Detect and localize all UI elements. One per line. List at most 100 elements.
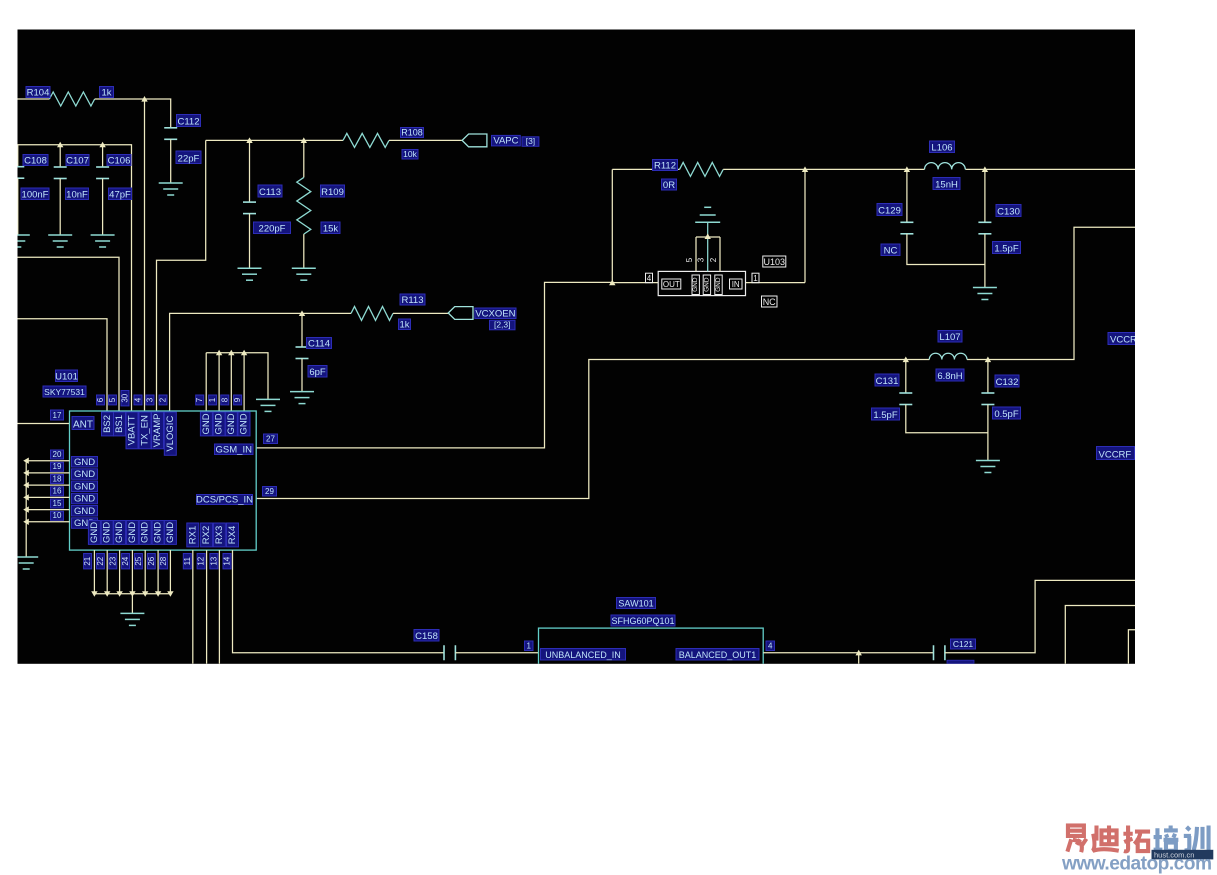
svg-text:C129: C129 bbox=[878, 205, 901, 216]
svg-text:NC: NC bbox=[884, 245, 898, 256]
svg-text:GND: GND bbox=[201, 413, 212, 434]
svg-text:R109: R109 bbox=[321, 187, 344, 198]
svg-text:ANT: ANT bbox=[73, 419, 93, 430]
svg-text:10: 10 bbox=[53, 511, 62, 520]
svg-text:16: 16 bbox=[53, 487, 62, 496]
svg-text:17: 17 bbox=[53, 411, 62, 420]
svg-text:VLOGIC: VLOGIC bbox=[165, 416, 176, 452]
svg-text:1: 1 bbox=[208, 397, 217, 402]
svg-text:14: 14 bbox=[223, 556, 232, 565]
svg-text:1k: 1k bbox=[399, 319, 409, 330]
svg-text:27: 27 bbox=[266, 434, 275, 443]
svg-text:1k: 1k bbox=[101, 87, 111, 98]
svg-text:L106: L106 bbox=[931, 142, 952, 153]
svg-text:TX_EN: TX_EN bbox=[140, 415, 151, 446]
svg-text:3: 3 bbox=[146, 397, 155, 402]
svg-text:OUT: OUT bbox=[663, 280, 680, 289]
svg-text:[3]: [3] bbox=[526, 136, 535, 146]
svg-text:GND: GND bbox=[140, 522, 151, 543]
svg-text:28: 28 bbox=[159, 556, 168, 565]
svg-text:3: 3 bbox=[697, 257, 706, 262]
svg-text:BS1: BS1 bbox=[114, 415, 125, 433]
svg-text:VCXOEN: VCXOEN bbox=[475, 308, 515, 319]
svg-text:U101: U101 bbox=[55, 371, 78, 382]
svg-text:hust.com.cn: hust.com.cn bbox=[1154, 851, 1194, 860]
svg-text:C131: C131 bbox=[876, 376, 899, 387]
svg-text:C158: C158 bbox=[415, 631, 438, 642]
svg-text:23: 23 bbox=[108, 556, 117, 565]
svg-text:GND: GND bbox=[89, 522, 100, 543]
svg-text:GND: GND bbox=[74, 457, 95, 468]
svg-text:10nF: 10nF bbox=[66, 189, 88, 200]
svg-text:VCCRF: VCCRF bbox=[1099, 449, 1132, 460]
svg-text:1: 1 bbox=[753, 274, 758, 283]
svg-text:GND: GND bbox=[74, 518, 95, 529]
svg-text:13: 13 bbox=[209, 556, 218, 565]
svg-text:GND: GND bbox=[74, 494, 95, 505]
svg-text:C112: C112 bbox=[177, 116, 199, 127]
svg-text:GND: GND bbox=[153, 522, 164, 543]
svg-text:12: 12 bbox=[197, 556, 206, 565]
svg-text:RX1: RX1 bbox=[187, 526, 198, 544]
svg-text:4: 4 bbox=[768, 641, 773, 650]
svg-text:0R: 0R bbox=[663, 180, 675, 191]
svg-text:6.8nH: 6.8nH bbox=[937, 371, 962, 382]
svg-text:GND: GND bbox=[114, 522, 125, 543]
svg-text:RX3: RX3 bbox=[214, 526, 225, 544]
svg-text:0.5pF: 0.5pF bbox=[994, 409, 1018, 420]
svg-text:7: 7 bbox=[195, 397, 204, 402]
svg-text:C130: C130 bbox=[997, 206, 1020, 217]
svg-text:22: 22 bbox=[96, 556, 105, 565]
svg-text:C107: C107 bbox=[66, 155, 89, 166]
svg-text:GND: GND bbox=[102, 522, 113, 543]
svg-text:GND: GND bbox=[692, 277, 699, 292]
svg-text:VBATT: VBATT bbox=[127, 415, 138, 445]
svg-text:6pF: 6pF bbox=[309, 367, 326, 378]
svg-text:47pF: 47pF bbox=[109, 189, 131, 200]
svg-text:R108: R108 bbox=[401, 127, 423, 137]
svg-text:5: 5 bbox=[685, 257, 694, 262]
svg-text:15: 15 bbox=[53, 499, 62, 508]
svg-text:8: 8 bbox=[220, 397, 229, 402]
svg-text:1.5pF: 1.5pF bbox=[873, 410, 897, 421]
svg-text:GND: GND bbox=[74, 481, 95, 492]
svg-text:UNBALANCED_IN: UNBALANCED_IN bbox=[545, 650, 621, 660]
svg-text:2: 2 bbox=[709, 257, 718, 262]
svg-text:2: 2 bbox=[159, 397, 168, 402]
svg-text:GND: GND bbox=[74, 469, 95, 480]
svg-text:15k: 15k bbox=[323, 223, 339, 234]
svg-text:18: 18 bbox=[53, 474, 62, 483]
svg-text:1: 1 bbox=[527, 641, 532, 650]
svg-text:[2,3]: [2,3] bbox=[494, 320, 511, 330]
svg-text:4: 4 bbox=[134, 397, 143, 402]
svg-text:RX2: RX2 bbox=[201, 526, 212, 544]
svg-text:20: 20 bbox=[53, 450, 62, 459]
svg-text:1.5pF: 1.5pF bbox=[994, 243, 1018, 254]
svg-text:C106: C106 bbox=[108, 155, 131, 166]
svg-text:IN: IN bbox=[732, 280, 740, 289]
svg-text:GND: GND bbox=[74, 506, 95, 517]
svg-text:26: 26 bbox=[147, 556, 156, 565]
svg-text:15nH: 15nH bbox=[935, 179, 958, 190]
svg-text:22pF: 22pF bbox=[178, 153, 200, 164]
svg-text:VRAMP: VRAMP bbox=[152, 414, 163, 448]
svg-text:10k: 10k bbox=[403, 149, 417, 159]
svg-text:BALANCED_OUT1: BALANCED_OUT1 bbox=[679, 650, 757, 660]
svg-text:11: 11 bbox=[183, 556, 192, 565]
svg-text:29: 29 bbox=[265, 487, 274, 496]
svg-text:NC: NC bbox=[763, 297, 776, 307]
svg-text:GND: GND bbox=[703, 277, 710, 292]
svg-text:100nF: 100nF bbox=[22, 189, 49, 200]
svg-text:19: 19 bbox=[53, 462, 62, 471]
svg-text:GND: GND bbox=[165, 522, 176, 543]
svg-text:BS2: BS2 bbox=[102, 415, 113, 433]
svg-text:SAW101: SAW101 bbox=[618, 598, 653, 608]
svg-text:21: 21 bbox=[83, 556, 92, 565]
svg-text:SKY77531: SKY77531 bbox=[44, 387, 85, 397]
svg-text:L107: L107 bbox=[939, 332, 960, 343]
svg-text:30: 30 bbox=[121, 393, 130, 402]
svg-text:9: 9 bbox=[233, 397, 242, 402]
svg-text:C132: C132 bbox=[996, 377, 1019, 388]
svg-text:C113: C113 bbox=[259, 187, 281, 198]
svg-text:4: 4 bbox=[647, 274, 652, 283]
